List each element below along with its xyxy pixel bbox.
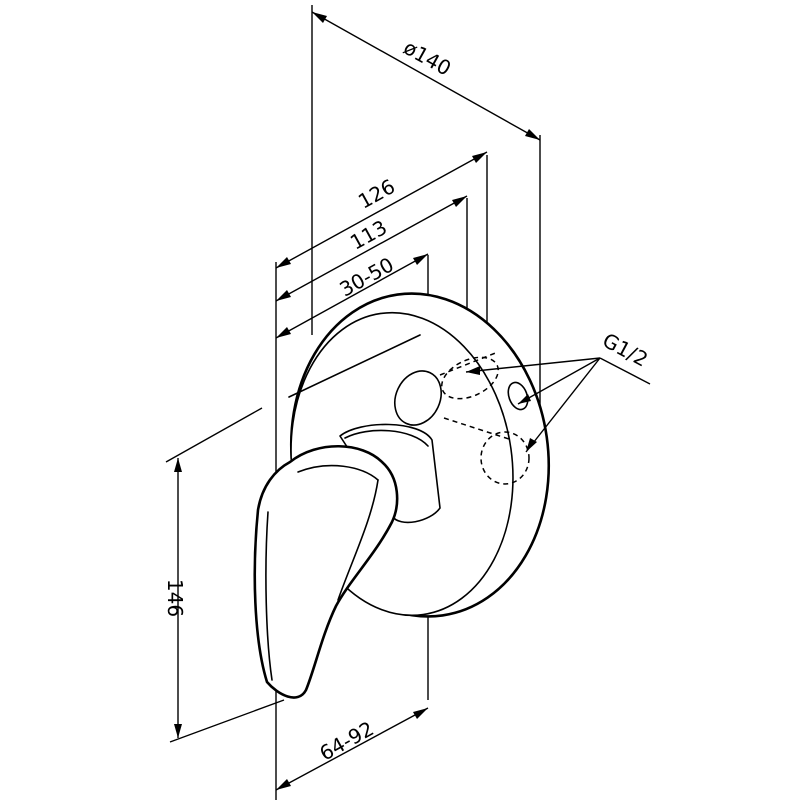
hidden-valve-body — [394, 351, 530, 485]
handle-range-label: 64-92 — [315, 716, 377, 765]
leader-line — [465, 357, 601, 373]
handle-front-edge — [265, 511, 273, 681]
wall-range-label: 30-50 — [335, 252, 397, 301]
arrowhead — [413, 254, 428, 265]
height-top-extension-line — [165, 407, 263, 463]
plate-diameter-label: ø140 — [400, 35, 456, 80]
arrowhead — [525, 129, 540, 140]
arrowhead — [276, 327, 291, 338]
leader-line — [517, 357, 601, 405]
dimension-lines — [174, 11, 541, 791]
thread-callout — [465, 357, 651, 453]
plate-diameter-dimension-line — [311, 11, 541, 141]
valve-body-opening — [394, 370, 442, 426]
thread-size-label: G1/2 — [599, 328, 652, 372]
wall-range-dimension-line — [275, 253, 429, 339]
arrowhead — [452, 196, 467, 207]
hidden-outlet-upper — [441, 356, 499, 400]
mounting-lug — [507, 381, 529, 411]
arrowhead — [472, 152, 487, 163]
handle-outline — [253, 445, 399, 699]
depth-126-label: 126 — [354, 174, 399, 214]
arrowhead — [466, 366, 480, 375]
leader-line — [525, 357, 601, 453]
arrowhead — [526, 438, 537, 452]
arrowhead — [276, 257, 291, 268]
arrowhead — [276, 779, 291, 790]
depth-126-dimension-line — [275, 151, 488, 269]
arrowhead — [276, 290, 291, 301]
arrowhead — [312, 12, 327, 23]
handle-range-dimension-line — [275, 707, 429, 791]
hidden-outlet-lower — [480, 431, 530, 485]
handle-side-edge — [337, 479, 379, 601]
depth-113-dimension-line — [275, 195, 468, 302]
arrowhead — [174, 724, 182, 738]
handle-top-edge — [297, 464, 379, 481]
hidden-body-edges — [439, 351, 513, 441]
height-label: 146 — [163, 579, 187, 617]
depth-113-label: 113 — [346, 215, 391, 255]
label-underline — [599, 357, 651, 385]
height-bottom-extension-line — [169, 699, 285, 743]
arrowhead — [518, 394, 531, 404]
lever-handle — [253, 445, 399, 699]
plate-section-line — [288, 334, 421, 398]
arrowhead — [174, 458, 182, 472]
sleeve-rim — [344, 429, 429, 447]
arrowhead — [413, 708, 428, 719]
